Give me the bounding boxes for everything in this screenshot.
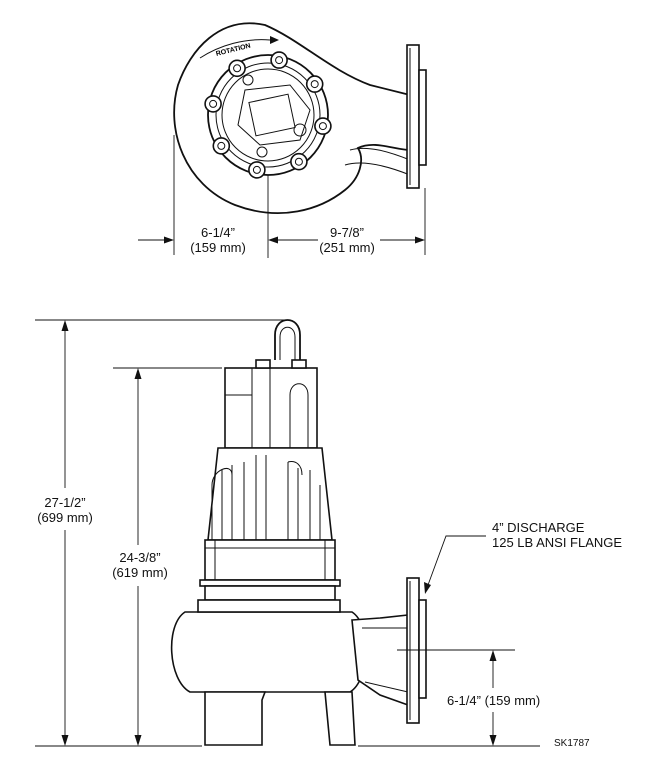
top-left-dimension-metric: (159 mm) — [190, 240, 246, 255]
bolt-hole — [310, 80, 319, 89]
bolt-lug — [290, 152, 308, 171]
top-right-dimension: 9-7/8” (251 mm) — [314, 225, 380, 255]
discharge-flange-side — [397, 577, 435, 724]
body-height-dimension: 24-3/8” (619 mm) — [100, 550, 180, 580]
top-left-dimension-imperial: 6-1/4” — [201, 225, 235, 240]
discharge-leader — [427, 535, 486, 586]
overall-height-imperial: 27-1/2” — [44, 495, 86, 510]
bolt-lug — [248, 161, 266, 179]
top-right-dimension-imperial: 9-7/8” — [330, 225, 364, 240]
motor-flange — [204, 51, 332, 179]
drawing-number: SK1787 — [554, 738, 590, 749]
bolt-lug — [212, 137, 231, 155]
bolt-hole — [294, 157, 303, 166]
discharge-flange-top — [406, 44, 427, 189]
overall-height-metric: (699 mm) — [37, 510, 93, 525]
top-left-dimension: 6-1/4” (159 mm) — [186, 225, 250, 255]
bolt-hole — [275, 56, 284, 65]
bolt-lug — [228, 59, 246, 78]
pump-feet — [204, 691, 356, 746]
bolt-hole — [318, 122, 327, 131]
volute-casing — [170, 599, 409, 707]
bolt-lug — [270, 51, 288, 69]
volute-outline — [173, 22, 411, 215]
bolt-hole — [209, 99, 218, 108]
bolt-hole — [217, 141, 226, 150]
side-view — [35, 319, 540, 747]
discharge-height-dimension: 6-1/4” (159 mm) — [447, 693, 541, 708]
body-height-metric: (619 mm) — [112, 565, 168, 580]
bolt-lug — [204, 95, 222, 113]
bolt-hole — [233, 64, 242, 73]
motor-housing — [224, 359, 318, 449]
volute-inner-line — [344, 147, 411, 176]
rotation-label: ROTATION — [215, 43, 251, 58]
stator-fins — [199, 447, 341, 601]
body-height-imperial: 24-3/8” — [119, 550, 161, 565]
discharge-note: 4” DISCHARGE 125 LB ANSI FLANGE — [492, 520, 622, 550]
bolt-hole — [252, 165, 261, 174]
discharge-note-flange: 125 LB ANSI FLANGE — [492, 535, 623, 550]
bolt-lug — [305, 75, 324, 93]
bolt-lug — [314, 117, 332, 135]
overall-height-dimension: 27-1/2” (699 mm) — [25, 495, 105, 525]
top-view: ROTATION — [138, 22, 427, 258]
rotation-arrow — [199, 39, 271, 59]
top-right-dimension-metric: (251 mm) — [319, 240, 375, 255]
discharge-note-size: 4” DISCHARGE — [492, 520, 585, 535]
lifting-handle — [274, 319, 301, 360]
